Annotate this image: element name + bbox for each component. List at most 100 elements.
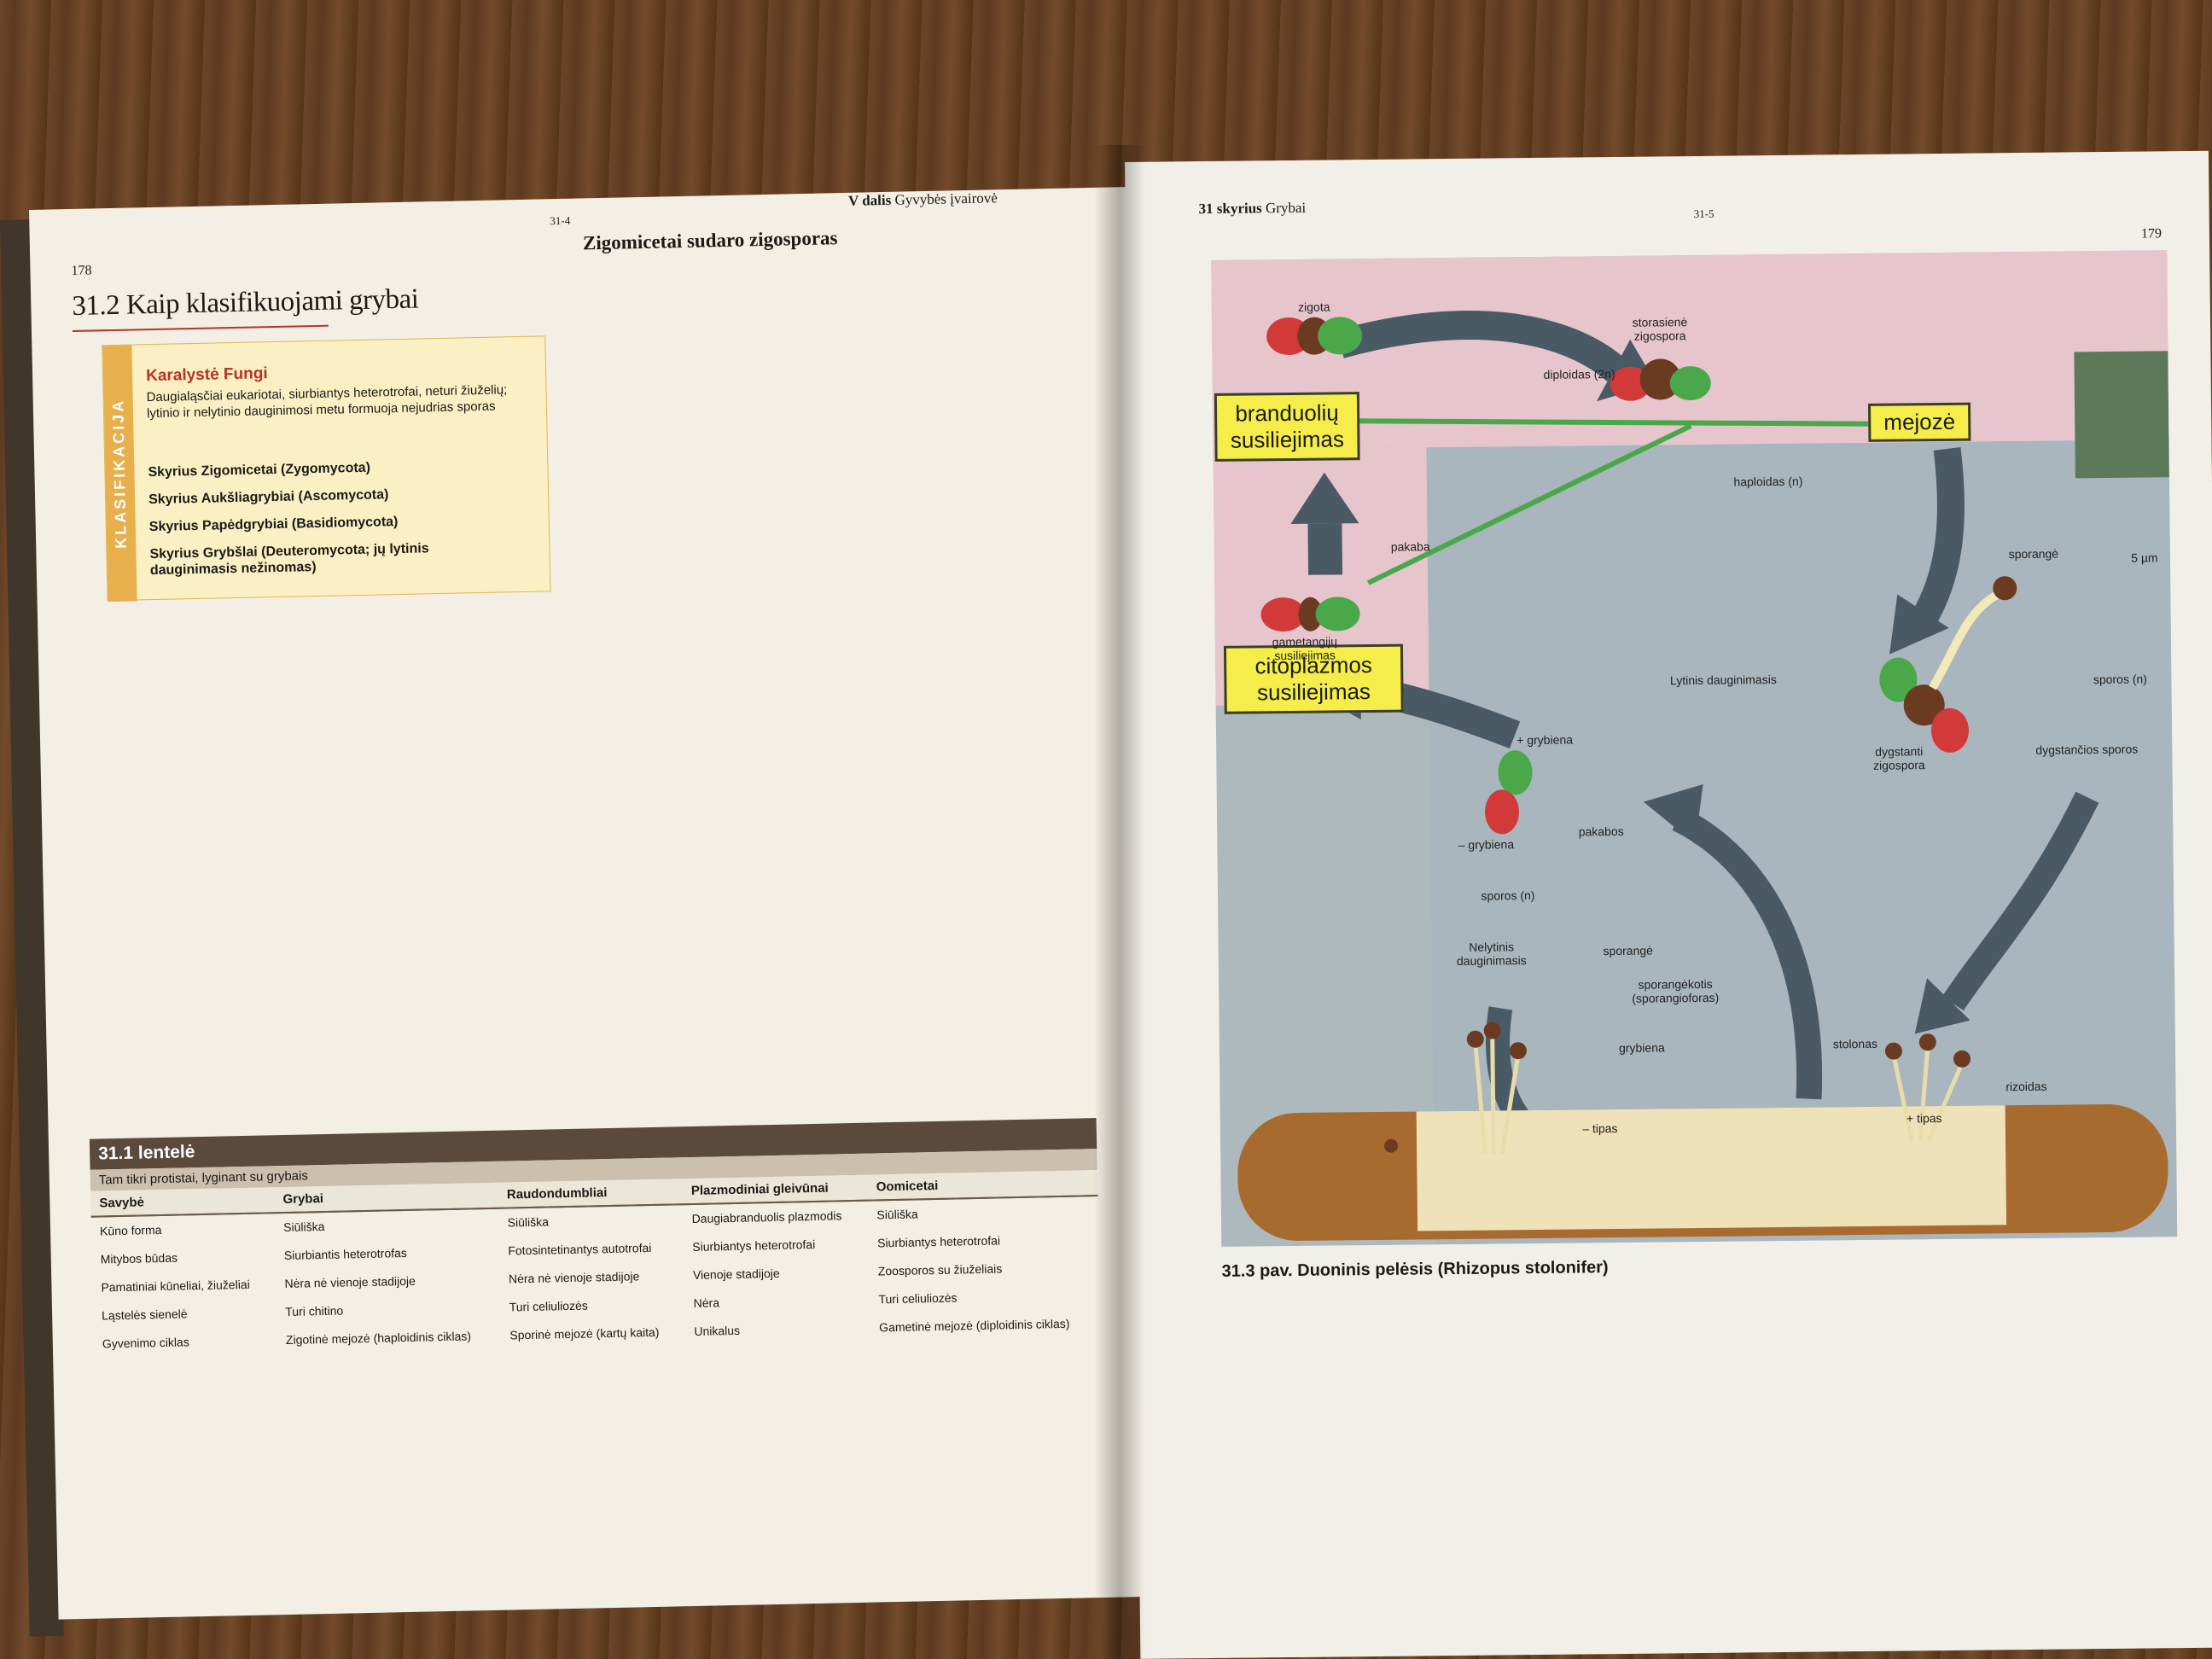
life-cycle-figure: branduolių susiliejimas mejozė citoplazm…: [1211, 250, 2178, 1247]
table-grid: Savybė Grybai Raudondumbliai Plazmodinia…: [90, 1170, 1101, 1359]
table-cell: Fotosintetinantys autotrofai: [508, 1240, 652, 1258]
table-cell: Ląstelės sienelė: [101, 1307, 188, 1323]
arrow-zygote-to-zygospore: [1336, 311, 1633, 387]
table-cell: Mitybos būdas: [100, 1250, 178, 1266]
kingdom-title: Karalystė Fungi: [145, 364, 268, 386]
table-cell: Daugiabranduolis plazmodis: [691, 1208, 842, 1225]
table-cell: Nėra nė vienoje stadijoje: [508, 1269, 640, 1286]
book-gutter-shadow: [1094, 145, 1145, 1659]
right-page: 31 skyrius Grybai 31-5 179: [1125, 150, 2212, 1659]
classification-item: Skyrius Grybšlai (Deuteromycota; jų lyti…: [149, 541, 429, 579]
nuclear-fusion-box: branduolių susiliejimas: [1214, 392, 1360, 462]
column-1-text: [79, 610, 552, 620]
arrow-spores-down: [1941, 791, 2099, 1011]
table-cell: Siūliška: [283, 1220, 325, 1235]
subsection-heading: Zigomicetai sudaro zigosporas: [582, 227, 838, 254]
table-cell: Sporinė mejozė (kartų kaita): [509, 1324, 660, 1342]
table-cell: Nėra: [693, 1295, 720, 1310]
paragraph: [79, 610, 552, 620]
label-sexual-reproduction: Lytinis dauginimasis: [1669, 672, 1777, 688]
running-head: V dalis Gyvybės įvairovė: [848, 189, 998, 210]
label-scale: 5 µm: [2131, 550, 2158, 565]
arrow-up-to-nuclear-fusion: [1290, 472, 1359, 524]
page-code: 31-5: [1693, 207, 1714, 221]
table-cell: Zigotinė mejozė (haploidinis ciklas): [285, 1329, 472, 1347]
label-minus-hypha: – grybiena: [1458, 837, 1515, 852]
table-cell: Siūliška: [507, 1214, 550, 1230]
table-cell: Kūno forma: [99, 1223, 162, 1238]
figure-caption-title: 31.3 pav. Duoninis pelėsis (Rhizopus sto…: [1221, 1258, 1609, 1281]
bread-drawing: [1237, 1103, 2168, 1241]
comparison-table: 31.1 lentelė Tam tikri protistai, lygina…: [89, 1118, 1101, 1359]
table-cell: Gyvenimo ciklas: [102, 1335, 189, 1351]
table-cell: Siūliška: [876, 1207, 918, 1222]
label-plus-hypha: + grybiena: [1516, 732, 1574, 748]
label-sporangiophore: sporangėkotis (sporangioforas): [1632, 976, 1720, 1005]
table-cell: Nėra nė vienoje stadijoje: [284, 1273, 416, 1291]
label-mycelium: grybiena: [1618, 1040, 1665, 1055]
label-spores-right: sporos (n): [2093, 672, 2148, 687]
column-header: Plazmodiniai gleivūnai: [682, 1174, 869, 1205]
label-sporangium: sporangė: [1603, 943, 1653, 958]
label-stolon: stolonas: [1832, 1036, 1878, 1051]
section-rule: [72, 324, 329, 332]
arrow-shaft: [1307, 523, 1343, 575]
running-head-title: Grybai: [1265, 199, 1307, 217]
page-number: 179: [2140, 226, 2163, 242]
meiosis-box: mejozė: [1868, 402, 1971, 442]
label-suspensors: pakabos: [1578, 824, 1624, 839]
label-diploid: diploidas (2n): [1543, 366, 1615, 381]
section-title: 31.2 Kaip klasifikuojami grybai: [71, 283, 419, 322]
classification-item: Skyrius Zigomicetai (Zygomycota): [148, 460, 371, 480]
classification-label: KLASIFIKACIJA: [102, 345, 137, 602]
label-suspensor: pakaba: [1390, 539, 1430, 554]
label-germinating-zygospore: dygstanti zigospora: [1873, 744, 1925, 772]
table-cell: Vienoje stadijoje: [692, 1266, 780, 1282]
table-cell: Siurbiantis heterotrofas: [283, 1245, 407, 1263]
paragraph: [79, 610, 552, 620]
micrograph-photo: [2074, 351, 2169, 479]
germinating-zygospore-drawing: [1879, 576, 2017, 753]
label-minus-type: – tipas: [1582, 1121, 1618, 1136]
label-rhizoid: rizoidas: [2005, 1079, 2047, 1094]
arrow-head: [1889, 594, 1949, 655]
arrow-head: [1643, 783, 1703, 845]
table-cell: Unikalus: [694, 1323, 741, 1338]
label-zygote: zigota: [1298, 300, 1330, 314]
label-plus-type: + tipas: [1906, 1111, 1942, 1126]
figure-drawing: [1237, 311, 2169, 1241]
column-header: Savybė: [90, 1187, 275, 1217]
label-asexual-reproduction: Nelytinis dauginimasis: [1456, 940, 1527, 968]
table-cell: Siurbiantys heterotrofai: [692, 1237, 816, 1254]
running-head-chapter: 31 skyrius: [1198, 200, 1262, 218]
page-code: 31-4: [550, 213, 571, 228]
table-cell: Turi celiuliozės: [509, 1298, 588, 1314]
zygote-drawing: [1266, 317, 1363, 355]
diploid-line: [1349, 418, 1879, 427]
label-thick-zygospore: storasienė zigospora: [1632, 315, 1688, 343]
arrow-meiosis-down: [1911, 446, 1965, 627]
table-cell: Gametinė mejozė (diploidinis ciklas): [879, 1316, 1070, 1335]
running-head: 31 skyrius Grybai: [1198, 200, 1306, 218]
sporangiophores-drawing: [1466, 1022, 1971, 1154]
mating-hyphae-drawing: [1484, 750, 1533, 835]
classification-box: KLASIFIKACIJA Karalystė Fungi Daugialąsč…: [102, 335, 551, 602]
arrow-mycelium-up: [1672, 806, 1823, 1100]
arrow-head: [1914, 978, 1970, 1034]
kingdom-description: Daugialąsčiai eukariotai, siurbiantys he…: [146, 382, 508, 422]
zygospore-drawing: [1610, 358, 1711, 401]
column-header: Raudondumbliai: [498, 1179, 684, 1208]
classification-item: Skyrius Papėdgrybiai (Basidiomycota): [148, 515, 399, 535]
phase-line: [1366, 423, 1692, 585]
label-sporangium-top: sporangė: [2008, 546, 2059, 562]
running-head-title: Gyvybės įvairovė: [894, 189, 998, 208]
arrow-asexual-down: [1486, 1006, 1537, 1137]
table-cell: Turi chitino: [285, 1303, 344, 1318]
label-haploid: haploidas (n): [1733, 474, 1803, 489]
label-germinating-spores: dygstančios sporos: [2035, 742, 2139, 757]
gametangia-drawing: [1260, 597, 1360, 632]
label-spores-left: sporos (n): [1481, 888, 1535, 903]
left-page: 178 31-4 V dalis Gyvybės įvairovė 31.2 K…: [29, 186, 1160, 1620]
classification-item: Skyrius Aukšliagrybiai (Ascomycota): [148, 487, 389, 508]
running-head-part: V dalis: [847, 191, 892, 209]
